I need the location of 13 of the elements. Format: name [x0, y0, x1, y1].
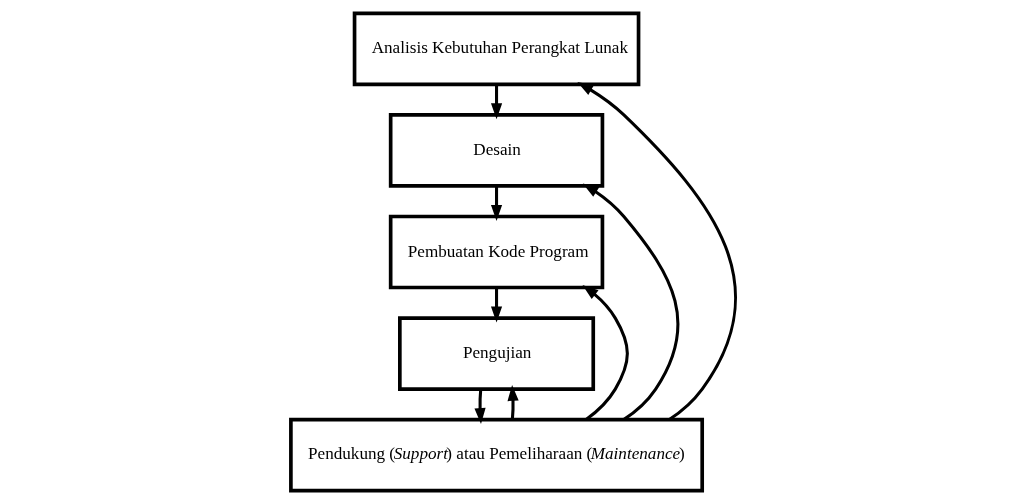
arrow [473, 389, 486, 425]
node-box: Pendukung (Support) atau Pemeliharaan (Maintenance) [288, 417, 704, 493]
node-box: Desain [388, 113, 604, 188]
arrow [581, 284, 629, 421]
node-box: Pengujian [397, 316, 595, 391]
arrow [490, 186, 502, 221]
arrow [490, 287, 502, 323]
arrow [582, 183, 679, 421]
arrow [507, 384, 519, 420]
node-box: Analisis Kebutuhan Perangkat Lunak [352, 11, 640, 87]
arrow [490, 84, 502, 120]
node-box: Pembuatan Kode Program [388, 214, 604, 290]
arrow [576, 82, 737, 421]
